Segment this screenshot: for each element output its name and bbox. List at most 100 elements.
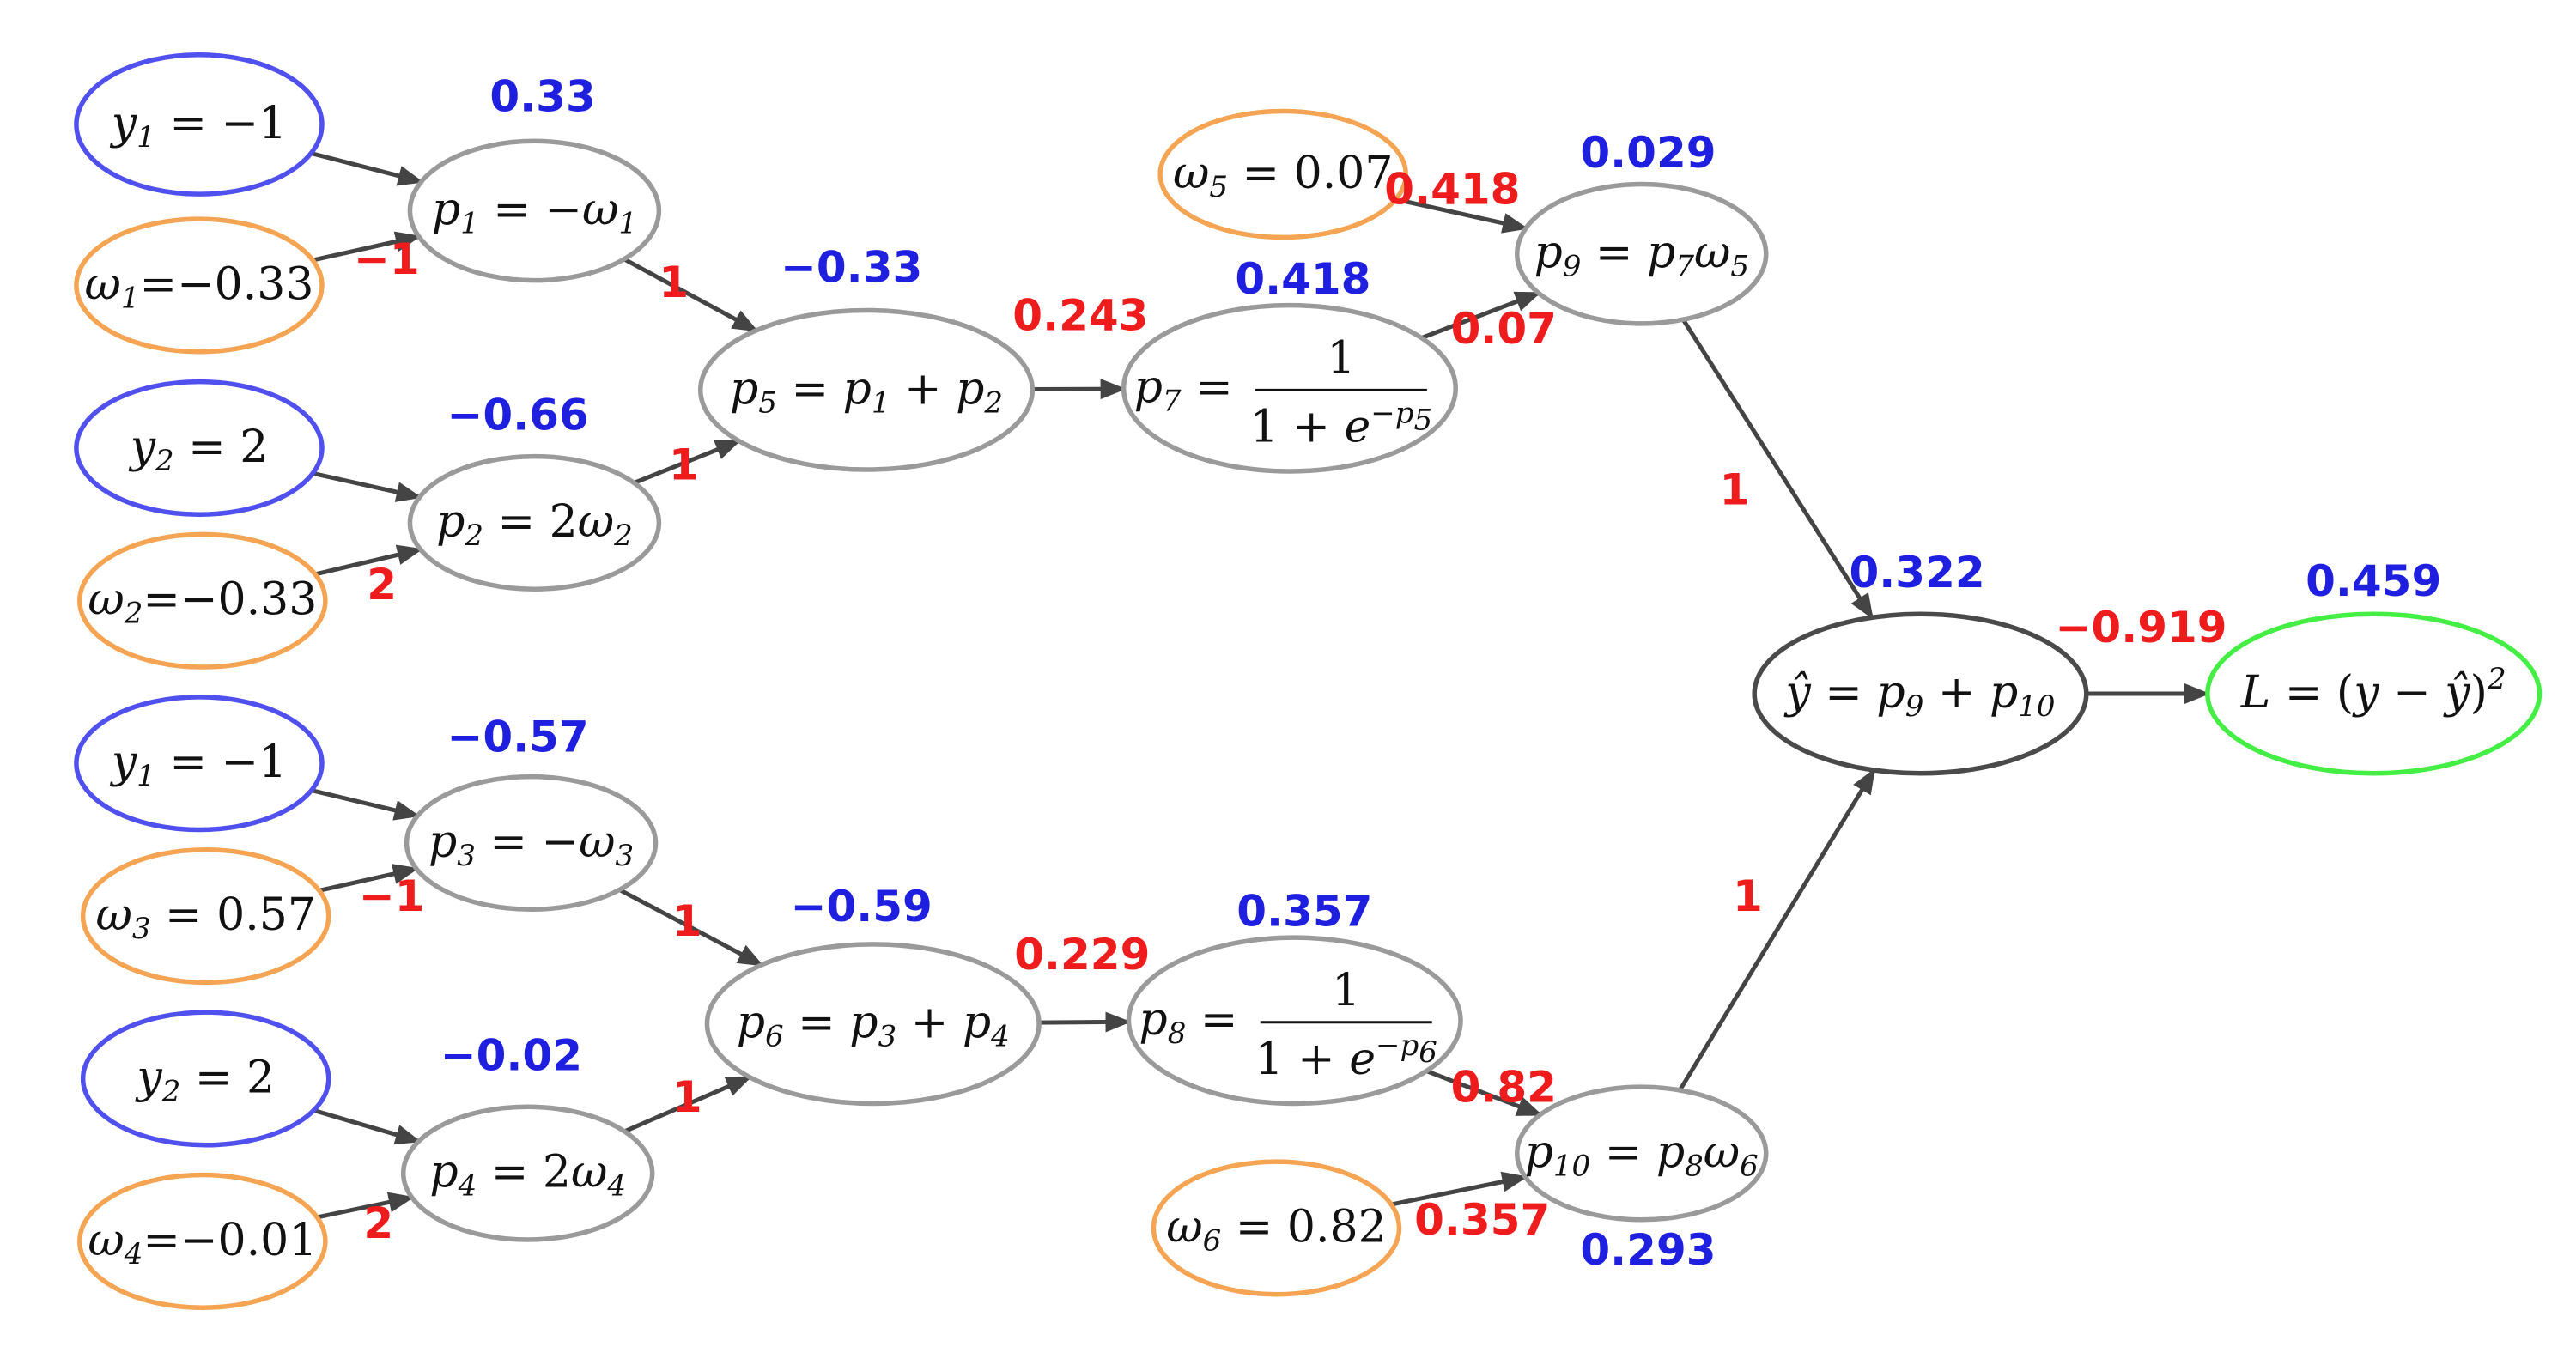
node-ellipse-y1b [74, 695, 325, 833]
node-ellipse-yhat [1752, 611, 2089, 776]
gradient-label-p4-to-p6: 1 [672, 1072, 702, 1122]
edge-w1-to-p1 [312, 231, 422, 263]
gradient-label-p2-to-p5: 1 [669, 440, 699, 490]
gradient-label-w4-to-p4: 2 [363, 1198, 393, 1248]
edge-p10-to-yhat [1678, 768, 1876, 1092]
node-ellipse-p5 [697, 307, 1036, 472]
node-y1a: y1​ = −1 [74, 52, 325, 197]
node-label-p3: p3​ = −ω3​ [428, 816, 634, 873]
node-w1: ω1​=−0.33 [74, 216, 325, 355]
node-p3: p3​ = −ω3​ [404, 774, 659, 913]
edge-w2-to-p2 [314, 544, 423, 577]
gradient-label-p5-to-p7: 0.243 [1012, 291, 1148, 341]
node-label-p4: p4​ = 2ω4​ [429, 1147, 626, 1204]
node-ellipse-w2 [77, 531, 328, 670]
node-ellipse-p4 [400, 1104, 655, 1242]
node-ellipse-w1 [74, 216, 325, 355]
node-label-yhat: ŷ = p9​ + p10​ [1783, 667, 2055, 724]
node-p8: p8 =11 + e−p6 [1126, 935, 1463, 1107]
forward-value-p4: −0.02 [440, 1031, 582, 1081]
gradient-label-w6-to-p10: 0.357 [1414, 1195, 1550, 1245]
node-ellipse-y2b [80, 1010, 331, 1148]
gradient-label-w1-to-p1: −1 [354, 234, 420, 284]
node-ellipse-y1a [74, 52, 325, 197]
edge-p2-to-p5 [633, 439, 742, 485]
node-w2: ω2​=−0.33 [77, 531, 328, 670]
node-ellipse-w5 [1157, 108, 1408, 240]
gradient-label-p10-to-yhat: 1 [1733, 871, 1763, 921]
gradient-label-w3-to-p3: −1 [359, 871, 425, 921]
node-y1b: y1​ = −1 [74, 695, 325, 833]
node-ellipse-p10 [1515, 1084, 1769, 1223]
edge-p9-to-yhat [1681, 318, 1874, 620]
node-label-w3: ω3​ = 0.57 [95, 889, 316, 946]
gradient-label-p3-to-p6: 1 [672, 896, 702, 946]
node-ellipse-p8 [1126, 935, 1463, 1107]
node-p9: p9​ = p7​ω5​ [1515, 181, 1769, 326]
forward-value-L: 0.459 [2306, 556, 2441, 606]
node-label-w4: ω4​=−0.01 [88, 1215, 317, 1271]
svg-text:1 + e−p5: 1 + e−p5 [1250, 396, 1432, 452]
edge-p1-to-p5 [623, 257, 759, 333]
node-label-p6: p6​ = p3​ + p4​ [737, 998, 1010, 1054]
gradient-label-yhat-to-L: −0.919 [2056, 603, 2227, 652]
node-label-y1b: y1​ = −1 [110, 737, 287, 793]
node-w4: ω4​=−0.01 [77, 1172, 328, 1310]
forward-value-p5: −0.33 [781, 243, 922, 293]
node-p4: p4​ = 2ω4​ [400, 1104, 655, 1242]
node-label-p7: p7 = [1134, 361, 1233, 418]
node-p6: p6​ = p3​ + p4​ [704, 942, 1042, 1107]
node-p1: p1​ = −ω1​ [407, 138, 662, 283]
gradient-label-p6-to-p8: 0.229 [1014, 930, 1150, 980]
gradient-label-p7-to-p9: 0.07 [1451, 304, 1557, 354]
node-label-y2a: y2​ = 2 [129, 422, 269, 478]
edge-y1a-to-p1 [310, 151, 424, 186]
node-ellipse-p2 [407, 453, 662, 592]
edge-p3-to-p6 [618, 888, 764, 968]
edge-y2b-to-p4 [313, 1107, 422, 1145]
forward-value-p6: −0.59 [791, 882, 933, 931]
forward-value-p2: −0.66 [447, 391, 588, 440]
svg-text:1: 1 [1332, 965, 1360, 1016]
node-label-w1: ω1​=−0.33 [84, 258, 313, 315]
node-p7: p7 = 1 1 + e−p5 [1121, 302, 1458, 474]
node-label-p1: p1​ = −ω1​ [432, 184, 637, 240]
node-label-w6: ω6​ = 0.82 [1166, 1201, 1387, 1258]
edge-p8-to-p10 [1425, 1069, 1543, 1117]
node-label-L: L = (y − ŷ)2​ [2240, 662, 2506, 719]
node-ellipse-y2a [74, 379, 325, 517]
edge-p4-to-p6 [623, 1075, 752, 1134]
forward-value-p10: 0.293 [1580, 1225, 1716, 1275]
node-ellipse-p3 [404, 774, 659, 913]
gradient-label-p8-to-p10: 0.82 [1451, 1062, 1557, 1112]
node-p2: p2​ = 2ω2​ [407, 453, 662, 592]
node-ellipse-p1 [407, 138, 662, 283]
edge-y2a-to-p2 [312, 470, 422, 502]
svg-text:1: 1 [1327, 332, 1355, 384]
node-y2a: y2​ = 2 [74, 379, 325, 517]
edge-y1b-to-p3 [311, 788, 421, 821]
edge-w6-to-p10 [1390, 1171, 1528, 1207]
forward-value-p8: 0.357 [1236, 887, 1372, 937]
forward-value-p9: 0.029 [1580, 128, 1716, 178]
node-label-p2: p2​ = 2ω2​ [436, 496, 633, 553]
node-label-y2b: y2​ = 2 [135, 1052, 275, 1108]
node-p5: p5​ = p1​ + p2​ [697, 307, 1036, 472]
node-ellipse-p9 [1515, 181, 1769, 326]
node-yhat: ŷ = p9​ + p10​ [1752, 611, 2089, 776]
node-ellipse-w6 [1151, 1159, 1402, 1297]
node-ellipse-w4 [77, 1172, 328, 1310]
svg-text:1 + e−p6: 1 + e−p6 [1255, 1028, 1437, 1085]
node-ellipse-w3 [80, 846, 331, 986]
node-L: L = (y − ŷ)2​ [2205, 611, 2543, 776]
node-label-p5: p5​ = p1​ + p2​ [730, 363, 1003, 420]
node-w3: ω3​ = 0.57 [80, 846, 331, 986]
node-ellipse-L [2205, 611, 2543, 776]
forward-value-p1: 0.33 [489, 71, 595, 121]
node-y2b: y2​ = 2 [80, 1010, 331, 1148]
edge-w4-to-p4 [316, 1192, 415, 1220]
gradient-label-p9-to-yhat: 1 [1720, 465, 1750, 515]
node-label-w5: ω5​ = 0.07 [1173, 148, 1394, 204]
gradient-label-p1-to-p5: 1 [659, 258, 689, 307]
node-ellipse-p6 [704, 942, 1042, 1107]
